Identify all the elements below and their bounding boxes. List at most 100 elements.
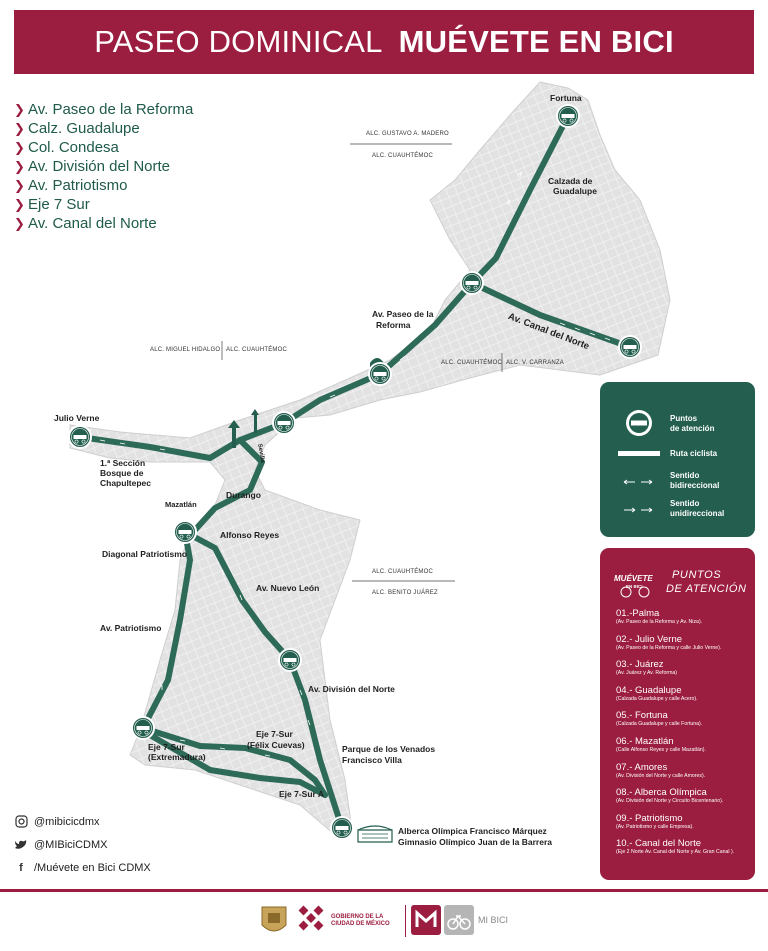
label-eje7-felix-1: Eje 7-Sur [256, 729, 293, 739]
list-item: 06.- Mazatlán(Calle Alfonso Reyes y call… [616, 735, 706, 753]
list-item: 09.- Patriotismo(Av. Patriotismo y calle… [616, 812, 694, 830]
label-venados-2: Francisco Villa [342, 755, 402, 765]
direction-arrows [99, 171, 611, 757]
gobierno-text-2: CIUDAD DE MÉXICO [331, 921, 390, 927]
label-calzada-guadalupe-1: Calzada de [548, 176, 593, 186]
muevete-logo-text: MUÉVETE [614, 574, 653, 583]
chevron-right-icon: ❯ [14, 178, 25, 193]
instagram-icon [14, 815, 28, 829]
alcaldia-gam: ALC. GUSTAVO A. MADERO [366, 131, 449, 137]
bike-route [77, 113, 633, 831]
label-eje7a: Eje 7-Sur A [279, 789, 325, 799]
label-reforma-1: Av. Paseo de la [372, 309, 434, 319]
alcaldia-cuauhtemoc: ALC. CUAUHTÉMOC [372, 153, 434, 159]
label-bosque-1: 1.ª Sección [100, 458, 146, 468]
station-palma [272, 411, 296, 435]
list-item: 05.- Fortuna(Calzada Guadalupe y calle F… [616, 710, 703, 728]
alcaldia-cuauhtemoc: ALC. CUAUHTÉMOC [226, 347, 288, 353]
muevete-logo-subtext: EN BICI [626, 584, 643, 589]
bidirectional-arrow-icon [623, 479, 653, 485]
footer-divider [0, 889, 768, 892]
route-item: ❯Av. Patriotismo [14, 177, 128, 194]
route-list: ❯Av. Paseo de la Reforma ❯Calz. Guadalup… [14, 100, 234, 233]
chevron-right-icon: ❯ [14, 216, 25, 231]
legend-unidir-2: unidireccional [670, 509, 725, 518]
label-calzada-guadalupe-2: Guadalupe [553, 186, 597, 196]
puntos-atencion-list: 01.-Palma(Av. Paseo de la Reforma y Av. … [616, 608, 752, 864]
gobierno-text-1: GOBIERNO DE LA [331, 914, 384, 920]
route-item: ❯Av. Paseo de la Reforma [14, 101, 194, 118]
monument-icon [228, 420, 240, 448]
title-banner: PASEO DOMINICAL MUÉVETE EN BICI [14, 10, 754, 74]
chevron-right-icon: ❯ [14, 159, 25, 174]
label-reforma-2: Reforma [376, 320, 411, 330]
station-guadalupe [460, 271, 484, 295]
mi-bici-text: MI BICI [478, 915, 509, 925]
label-nuevo-leon: Av. Nuevo León [256, 583, 320, 593]
legend-puntos-1: Puntos [670, 414, 698, 423]
twitter-link[interactable]: @MIBiciCDMX [14, 833, 151, 856]
coat-of-arms-logo [261, 906, 287, 932]
list-item: 07.- Amores(Av. División del Norte y cal… [616, 761, 706, 779]
label-mazatlan: Mazatlán [165, 500, 197, 509]
social-links: @mibicicdmx @MIBiciCDMX f /Muévete en Bi… [14, 810, 151, 879]
chevron-right-icon: ❯ [14, 197, 25, 212]
city-area [69, 81, 671, 836]
legend-bidir-2: bidireccional [670, 481, 720, 490]
title-bold: MUÉVETE EN BICI [398, 24, 674, 59]
legend-ruta: Ruta ciclista [670, 449, 718, 458]
label-eje7-extr-1: Eje 7-Sur [148, 742, 185, 752]
cdmx-logo [298, 905, 324, 931]
title-thin: PASEO DOMINICAL [94, 24, 383, 59]
map-legend: Puntos de atención Ruta ciclista Sentido… [600, 382, 755, 537]
label-bosque-2: Bosque de [100, 468, 144, 478]
legend-puntos-2: de atención [670, 424, 715, 433]
list-item: 04.- Guadalupe(Calzada Guadalupe y calle… [616, 684, 698, 702]
footer-separator [405, 905, 406, 937]
label-alberca-2: Gimnasio Olímpico Juan de la Barrera [398, 837, 552, 847]
label-alfonso-reyes: Alfonso Reyes [220, 530, 280, 540]
label-durango: Durango [226, 490, 261, 500]
facebook-link[interactable]: f /Muévete en Bici CDMX [14, 856, 151, 879]
chevron-right-icon: ❯ [14, 121, 25, 136]
label-bosque-3: Chapultepec [100, 478, 152, 488]
puntos-atencion-panel: MUÉVETE EN BICI PUNTOS DE ATENCIÓN 01.-P… [600, 548, 755, 880]
route-item: ❯Av. Canal del Norte [14, 215, 157, 232]
station-juarez [368, 362, 392, 386]
route-line-icon [618, 451, 660, 456]
legend-bidir-1: Sentido [670, 471, 700, 480]
label-fortuna: Fortuna [550, 93, 582, 103]
facebook-icon: f [19, 861, 23, 874]
monument-icon [251, 409, 259, 433]
chevron-right-icon: ❯ [14, 102, 25, 117]
list-item: 10.- Canal del Norte(Eje 2 Norte Av. Can… [616, 838, 735, 856]
station-canal-del-norte [618, 335, 642, 359]
label-diagonal-patriotismo: Diagonal Patriotismo [102, 549, 188, 559]
alcaldia-carranza: ALC. V. CARRANZA [506, 360, 564, 366]
list-item: 08.- Alberca Olímpica(Av. División del N… [616, 787, 724, 805]
instagram-link[interactable]: @mibicicdmx [14, 810, 151, 833]
station-julio-verne [68, 425, 92, 449]
label-eje7-felix-2: (Félix Cuevas) [247, 740, 305, 750]
label-venados-1: Parque de los Venados [342, 744, 436, 754]
alcaldia-dividers [221, 143, 503, 582]
alcaldia-cuauhtemoc: ALC. CUAUHTÉMOC [441, 360, 503, 366]
route-map [68, 81, 671, 843]
puntos-atencion-title: PUNTOS DE ATENCIÓN [666, 569, 747, 595]
station-patriotismo [131, 716, 155, 740]
station-mazatlan [173, 520, 197, 544]
list-item: 01.-Palma(Av. Paseo de la Reforma y Av. … [616, 608, 703, 625]
chevron-right-icon: ❯ [14, 140, 25, 155]
list-item: 03.- Juárez(Av. Juárez y Av. Reforma) [616, 659, 678, 677]
route-item: ❯Av. División del Norte [14, 158, 171, 175]
label-patriotismo: Av. Patriotismo [100, 623, 162, 633]
label-division-del-norte: Av. División del Norte [308, 684, 395, 694]
label-alberca-1: Alberca Olímpica Francisco Márquez [398, 826, 547, 836]
stadium-icon [357, 825, 393, 843]
muevete-logo [620, 586, 650, 598]
label-julio-verne: Julio Verne [54, 413, 100, 423]
legend-unidir-1: Sentido [670, 499, 700, 508]
alcaldia-miguel-hidalgo: ALC. MIGUEL HIDALGO [150, 347, 221, 353]
station-amores [278, 648, 302, 672]
station-alberca-olimpica [330, 816, 354, 840]
